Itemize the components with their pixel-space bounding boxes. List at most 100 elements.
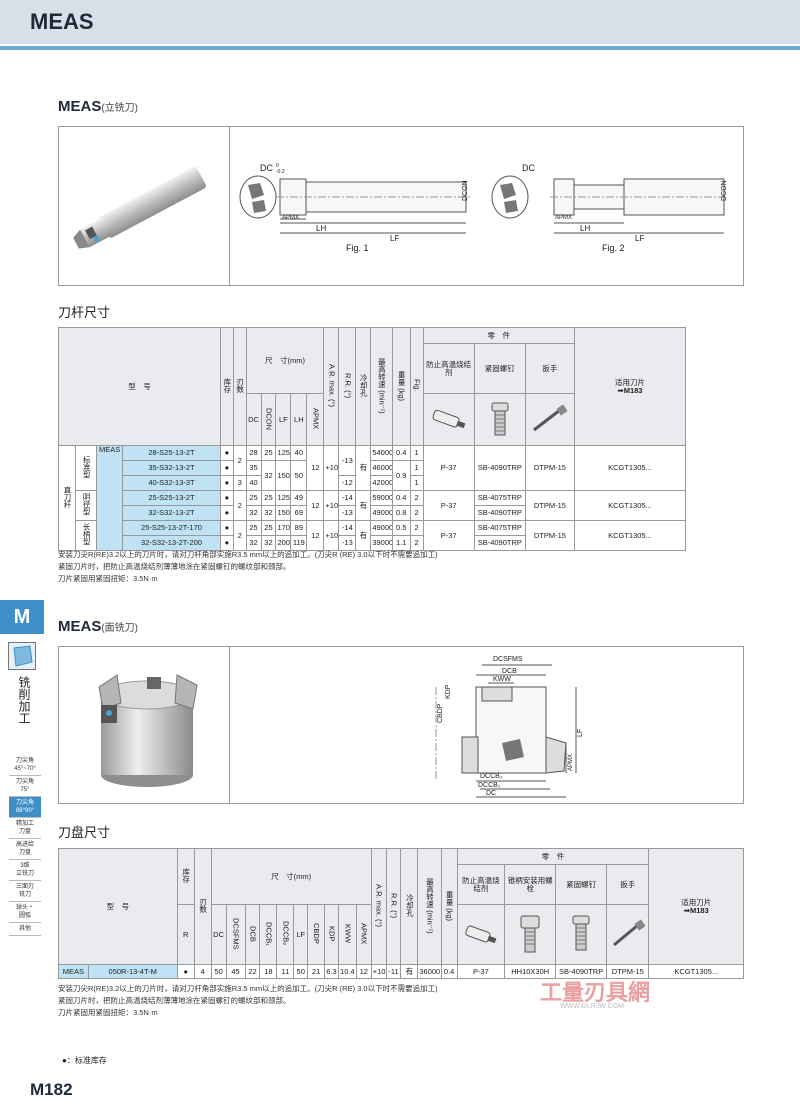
stock-cell: ● <box>220 445 234 461</box>
fig-cell: 1 <box>409 445 424 461</box>
dcon-cell: 25 <box>260 520 277 536</box>
shank-dimension-table: 型 号 库存 刃数 尺 寸(mm) A.R. max. (°) R.R. (°)… <box>57 327 687 551</box>
th-parts: 零 件 <box>422 327 575 344</box>
svg-text:DC: DC <box>522 163 535 173</box>
sidebar-item-finishing[interactable]: 精加工 刀盘 <box>9 818 41 839</box>
sidebar-item-side-cutter[interactable]: 三面刃 铣刀 <box>9 881 41 902</box>
cutter-table-title: 刀盘尺寸 <box>58 825 111 840</box>
grease-cell: P-37 <box>422 490 475 521</box>
coolant-cell: 有 <box>355 520 372 551</box>
svg-text:DCCB₁: DCCB₁ <box>478 782 501 789</box>
model-cell: 050R-13-4T-M <box>87 964 178 979</box>
insert-ref: M183 <box>623 385 643 395</box>
th-kdp: KDP <box>327 925 337 942</box>
lf-cell: 170 <box>275 520 292 536</box>
ar-cell: -14 <box>338 490 357 506</box>
fig2-caption: Fig. 2 <box>602 243 625 253</box>
model-cell: 35-S32-13-2T <box>121 460 222 476</box>
rr-cell: +10 <box>323 520 340 551</box>
note-line: 刀片紧固用紧固扭矩：3.5N·m <box>58 574 158 583</box>
rpm-cell: 49000 <box>370 520 393 536</box>
apmx-cell: 12 <box>306 490 325 521</box>
fig-cell: 2 <box>409 535 424 551</box>
watermark-url: WWW.GLRJW.COM <box>560 1003 624 1010</box>
svg-text:KDP: KDP <box>445 684 452 699</box>
teeth-cell: 2 <box>232 445 247 476</box>
kdp-cell: 6.3 <box>324 964 339 979</box>
fig1-caption: Fig. 1 <box>346 243 369 253</box>
note-line: 安装刀尖R(RE)3.2以上的刀片时，请对刀杆角部实施R3.5 mm以上的追加工… <box>58 984 438 993</box>
svg-text:DC: DC <box>486 790 496 797</box>
section-tab-m[interactable]: M <box>0 600 44 634</box>
sidebar-item-other[interactable]: 其他 <box>9 923 41 936</box>
th-insert-label: 适用刀片 <box>681 897 712 907</box>
rpm-cell: 59000 <box>370 490 393 506</box>
rpm-cell: 46000 <box>370 460 393 476</box>
note-line: 紧固刀片时，把防止高温烧结剂薄薄地涂在紧固螺钉的螺纹部和颈部。 <box>58 996 291 1005</box>
insert-cell: KCGT1305... <box>573 490 687 521</box>
sidebar-item-nose-75[interactable]: 刀尖角 75° <box>9 776 41 797</box>
dc-cell: 25 <box>245 520 262 536</box>
sidebar-item-3d-endmill[interactable]: 3维 立铣刀 <box>9 860 41 881</box>
sidebar-item-high-feed[interactable]: 高进给 刀盘 <box>9 839 41 860</box>
th-dccb2: DCCB₂ <box>281 921 291 946</box>
stock-cell: ● <box>220 505 234 521</box>
dc-cell: 25 <box>245 490 262 506</box>
th-weight: 重量 (kg) <box>445 890 455 921</box>
dc-cell: 40 <box>245 475 262 491</box>
ref-arrow-icon: ➡ <box>617 385 624 395</box>
lh-cell: 89 <box>290 520 308 536</box>
figure-divider <box>229 127 230 285</box>
th-dc: DC <box>210 904 227 965</box>
kww-cell: 10.4 <box>337 964 357 979</box>
dcsfms-cell: 45 <box>225 964 246 979</box>
th-ar: A.R. max. (°) <box>374 884 384 928</box>
screw-cell: SB-4090TRP <box>473 505 526 521</box>
series-cell: MEAS <box>96 445 123 551</box>
lf-cell: 125 <box>275 490 292 506</box>
insert-cell: KCGT1305... <box>648 964 744 979</box>
th-r: R <box>176 904 195 965</box>
sidebar-item-nose-45-70[interactable]: 刀尖角 45°~70° <box>9 755 41 776</box>
stock-cell: ● <box>220 490 234 506</box>
page-title: MEAS <box>30 9 94 34</box>
model-cell: 32-S32-13-2T <box>121 505 222 521</box>
section1-title-suffix: (立铣刀) <box>101 103 139 114</box>
ar-cell: -12 <box>338 475 357 491</box>
grease-tube-icon <box>456 904 506 965</box>
screw-icon <box>473 393 526 446</box>
stock-legend: ●：标准库存 <box>62 1056 107 1065</box>
dcon-cell: 25 <box>260 490 277 506</box>
insert-cell: KCGT1305... <box>573 520 687 551</box>
weight-cell: 0.4 <box>391 445 411 461</box>
teeth-cell: 2 <box>232 490 247 521</box>
dccb2-cell: 11 <box>276 964 295 979</box>
grease-cell: P-37 <box>422 520 475 551</box>
cutter-notes: 安装刀尖R(RE)3.2以上的刀片时，请对刀杆角部实施R3.5 mm以上的追加工… <box>58 983 438 1019</box>
th-lf: LF <box>275 393 292 446</box>
apmx-cell: 12 <box>306 445 325 491</box>
fig1-dc-label: DC <box>260 163 273 173</box>
sidebar-nav: 刀尖角 45°~70° 刀尖角 75° 刀尖角 88°90° 精加工 刀盘 高进… <box>9 755 41 936</box>
th-rr: R.R. (°) <box>389 893 399 919</box>
screw-cell: SB-4075TRP <box>473 490 526 506</box>
th-coolant: 冷却孔 <box>359 374 369 397</box>
th-dccb1: DCCB₁ <box>264 921 274 946</box>
svg-text:DCSFMS: DCSFMS <box>493 656 523 663</box>
lf-cell: 150 <box>275 460 292 491</box>
th-model: 型 号 <box>57 327 222 446</box>
th-stock: 库存 <box>222 378 232 394</box>
model-cell: 25-S25-13-2T-170 <box>121 520 222 536</box>
facemill-photo <box>98 674 198 787</box>
sidebar-item-ball-radius[interactable]: 球头・ 圆弧 <box>9 902 41 923</box>
dc-cell: 35 <box>245 460 262 476</box>
lh-cell: 69 <box>290 505 308 521</box>
endmill-photo <box>73 166 206 249</box>
endmill-drawings: DC 0 -0.2 APMX LH LF DCON Fig. 1 DC <box>239 163 728 253</box>
lf-cell: 150 <box>275 505 292 521</box>
fig-cell: 1 <box>409 460 424 476</box>
th-ar: A.R. max. (°) <box>327 364 337 408</box>
sidebar-item-nose-88-90[interactable]: 刀尖角 88°90° <box>9 797 41 818</box>
teeth-cell: 4 <box>193 964 212 979</box>
watermark: 工量刃具網 <box>540 980 651 1005</box>
